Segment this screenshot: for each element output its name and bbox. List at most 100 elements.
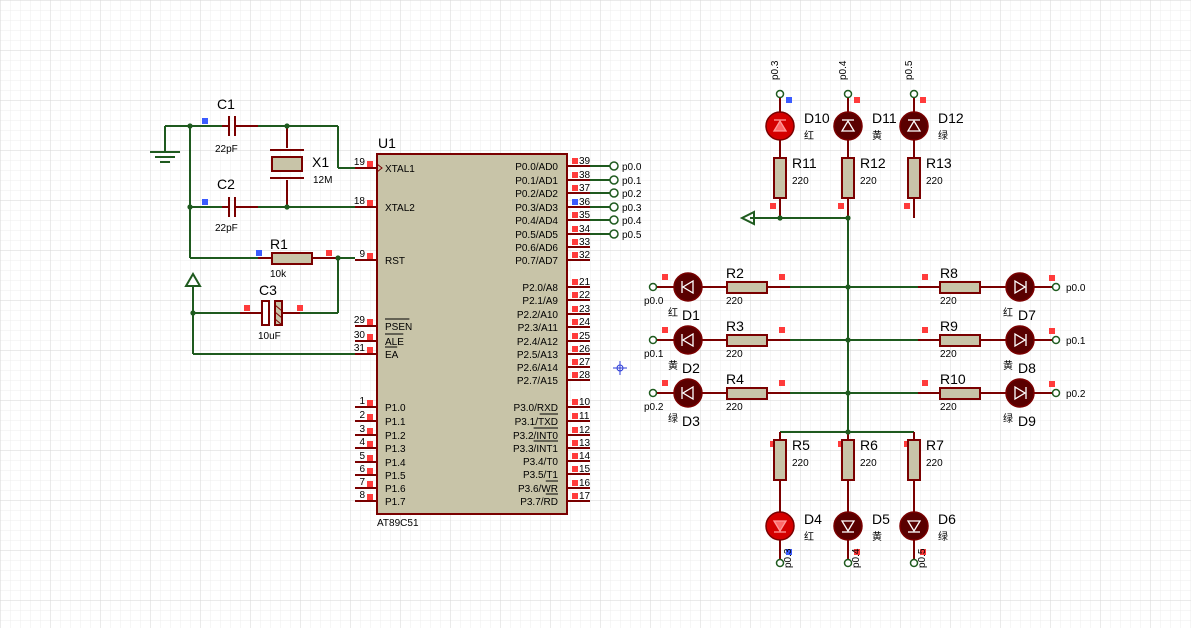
mcu-pin-6[interactable]: 6P1.5 [355, 464, 406, 482]
net-label: p0.0 [644, 296, 664, 307]
x1-value: 12M [313, 175, 332, 186]
mcu-pin-3[interactable]: 3P1.2 [355, 424, 406, 442]
pin-name: P0.6/AD6 [515, 243, 558, 254]
resistor-r1[interactable]: R1 10k [258, 236, 338, 280]
pin-number: 3 [359, 424, 365, 435]
pin-name: P0.4/AD4 [515, 216, 558, 227]
pin-name: P2.3/A11 [518, 323, 559, 334]
pin-number: 2 [359, 410, 365, 421]
net-label: p0.5 [917, 548, 928, 568]
led-ref: D7 [1018, 307, 1036, 323]
mcu-pin-2[interactable]: 2P1.1 [355, 410, 406, 428]
pin-number: 18 [354, 196, 366, 207]
resistor-ref: R2 [726, 265, 744, 281]
pin-name: P3.7/RD [520, 497, 558, 508]
net-label: p0.2 [1066, 389, 1086, 400]
led-ref: D5 [872, 511, 890, 527]
mcu-pin-4[interactable]: 4P1.3 [355, 437, 406, 455]
pin-name: P1.1 [385, 417, 406, 428]
pin-number: 10 [579, 397, 591, 408]
resistor-ref: R13 [926, 155, 952, 171]
crystal-x1[interactable]: X1 12M [270, 126, 332, 207]
net-label: p0.0 [622, 162, 642, 173]
pin-number: 12 [579, 425, 591, 436]
resistor-value: 220 [860, 458, 877, 469]
mcu-pin-7[interactable]: 7P1.6 [355, 477, 406, 495]
led-ref: D1 [682, 307, 700, 323]
r1-value: 10k [270, 269, 287, 280]
net-label: p0.3 [622, 203, 642, 214]
pin-number: 24 [579, 317, 591, 328]
mcu-at89c51[interactable]: U1 AT89C51 [376, 135, 568, 529]
net-label: p0.5 [622, 230, 642, 241]
pin-number: 26 [579, 344, 591, 355]
mcu-pin-5[interactable]: 5P1.4 [355, 451, 406, 469]
pin-name: P0.3/AD3 [515, 203, 558, 214]
led-color: 绿 [668, 412, 678, 425]
capacitor-c1[interactable]: C1 22pF [215, 96, 258, 155]
pin-number: 28 [579, 370, 591, 381]
mcu-pin-1[interactable]: 1P1.0 [355, 396, 406, 414]
led-color: 红 [804, 530, 814, 543]
pin-number: 29 [354, 315, 366, 326]
pin-name: P1.4 [385, 458, 406, 469]
c1-value: 22pF [215, 144, 238, 155]
pin-number: 25 [579, 331, 591, 342]
net-label: p0.1 [622, 176, 642, 187]
power-terminal [184, 272, 202, 354]
pin-name: P1.5 [385, 471, 406, 482]
net-label: p0.3 [770, 60, 781, 80]
c2-value: 22pF [215, 223, 238, 234]
capacitor-c2[interactable]: C2 22pF [215, 176, 258, 234]
pin-number: 34 [579, 224, 591, 235]
mcu-pin-8[interactable]: 8P1.7 [355, 490, 406, 508]
capacitor-c3[interactable]: C3 10uF [240, 282, 300, 342]
pin-number: 27 [579, 357, 591, 368]
x1-ref: X1 [312, 154, 329, 170]
net-label: p0.0 [1066, 283, 1086, 294]
